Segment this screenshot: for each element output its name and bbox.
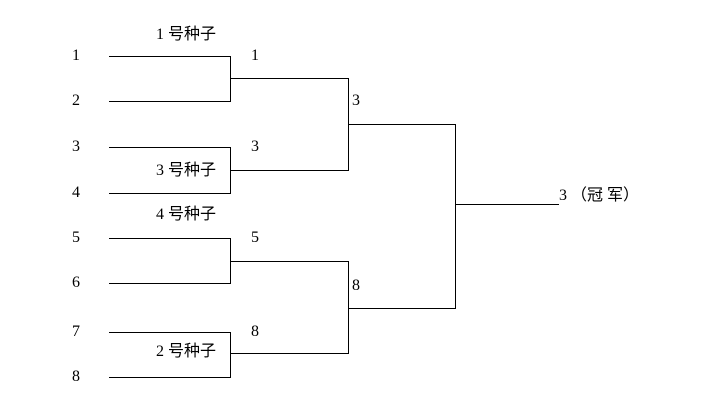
champion-label: 3 （冠 军） xyxy=(559,187,640,204)
final-connector xyxy=(455,124,456,309)
match4-connector xyxy=(230,332,231,378)
seed-label-1: 1 号种子 xyxy=(155,26,216,43)
round1-line-player3 xyxy=(109,147,230,148)
round1-line-player2 xyxy=(109,101,230,102)
round1-line-player8 xyxy=(109,377,230,378)
semifinal-winner-label-3: 3 xyxy=(352,92,360,109)
player-label-1: 1 xyxy=(72,47,80,64)
semifinal2-winner-line xyxy=(348,308,456,309)
match3-winner-line xyxy=(230,261,349,262)
match2-winner-line xyxy=(230,170,349,171)
player-label-2: 2 xyxy=(72,92,80,109)
round2-winner-label-1: 1 xyxy=(251,47,259,64)
round1-line-player7 xyxy=(109,332,230,333)
round1-line-player1 xyxy=(109,56,230,57)
player-label-3: 3 xyxy=(72,138,80,155)
round2-winner-label-8: 8 xyxy=(251,323,259,340)
player-label-4: 4 xyxy=(72,184,80,201)
semifinal2-connector xyxy=(348,261,349,354)
seed-label-3: 3 号种子 xyxy=(155,162,216,179)
semifinal-winner-label-8: 8 xyxy=(352,277,360,294)
player-label-7: 7 xyxy=(72,323,80,340)
semifinal1-winner-line xyxy=(348,124,456,125)
champion-line xyxy=(455,204,559,205)
player-label-5: 5 xyxy=(72,229,80,246)
player-label-8: 8 xyxy=(72,368,80,385)
seed-label-4: 4 号种子 xyxy=(155,206,216,223)
round1-line-player6 xyxy=(109,283,230,284)
player-label-6: 6 xyxy=(72,274,80,291)
round1-line-player4 xyxy=(109,193,230,194)
round2-winner-label-3: 3 xyxy=(251,138,259,155)
match1-connector xyxy=(230,56,231,102)
round1-line-player5 xyxy=(109,238,230,239)
match4-winner-line xyxy=(230,353,349,354)
match1-winner-line xyxy=(230,78,349,79)
round2-winner-label-5: 5 xyxy=(251,229,259,246)
seed-label-2: 2 号种子 xyxy=(155,343,216,360)
